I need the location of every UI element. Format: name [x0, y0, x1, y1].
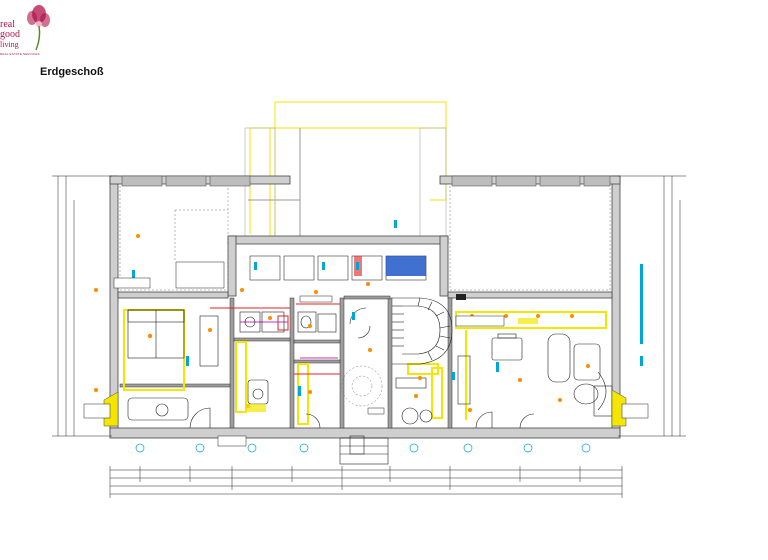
logo-word-3: living [0, 40, 19, 49]
interior-walls [119, 295, 453, 429]
logo-word-1: real [0, 19, 15, 30]
staircase-icon [392, 297, 453, 365]
lighting-zones [123, 309, 607, 425]
logo-word-2: good [0, 29, 20, 40]
furniture-left [127, 309, 219, 421]
orchid-flower-icon [27, 5, 50, 51]
blue-storage-area [386, 256, 426, 276]
furniture-right [457, 333, 613, 417]
page-title: Erdgeschoß [40, 66, 104, 78]
logo-tagline: REAL ESTATE SERVICES [0, 52, 40, 56]
upper-extension-outline [248, 101, 447, 238]
dimension-lines [52, 175, 686, 437]
room-tag-markers [132, 220, 643, 396]
light-fixture-icon [94, 234, 590, 412]
axis-markers [135, 443, 591, 453]
brand-logo: real good living REAL ESTATE SERVICES [0, 0, 60, 62]
door-swing-icon [189, 307, 535, 429]
